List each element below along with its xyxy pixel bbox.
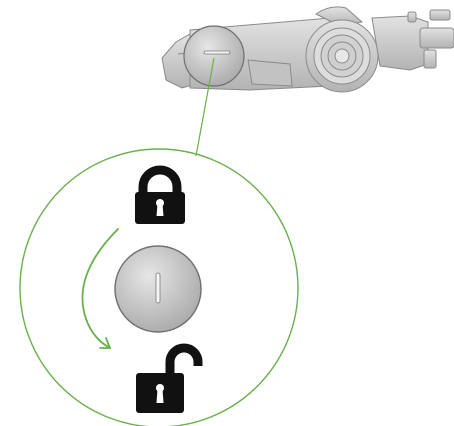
curved-arrow-icon xyxy=(81,228,119,349)
callout-circle xyxy=(19,148,299,426)
device-cap xyxy=(183,25,245,87)
callout-leader-line xyxy=(195,57,215,157)
device-illustration xyxy=(161,6,454,93)
padlock-open-icon xyxy=(136,343,203,413)
cap-closeup-slot xyxy=(155,272,161,304)
device-cap-slot xyxy=(203,50,231,55)
padlock-closed-icon xyxy=(135,165,185,224)
